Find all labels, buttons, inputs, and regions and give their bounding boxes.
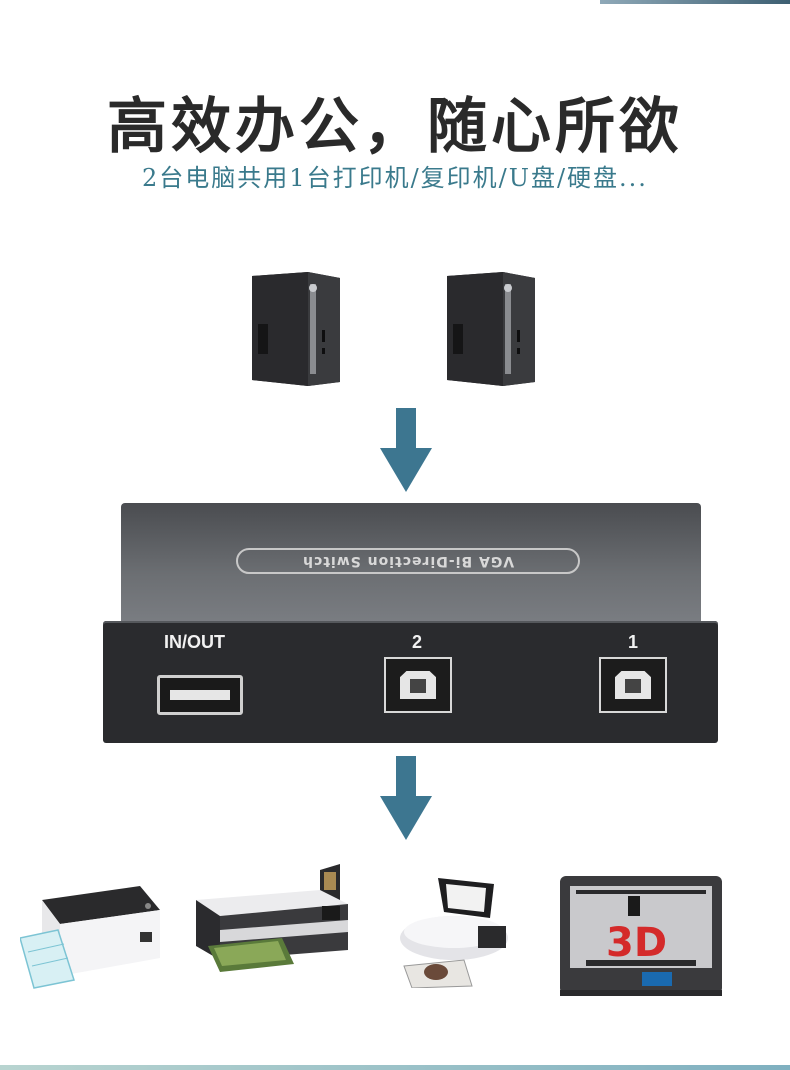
usb-b-port-1 [599, 657, 667, 713]
headline: 高效办公，随心所欲 [107, 92, 683, 162]
usb-a-port [157, 675, 243, 715]
top-accent-bar [600, 0, 790, 4]
3d-printer-icon: 3D [560, 876, 722, 996]
bottom-accent-bar [0, 1065, 790, 1070]
switch-top-panel [121, 503, 701, 623]
label-printer-icon [20, 886, 160, 989]
subline: 2台电脑共用1台打印机/复印机/U盘/硬盘... [142, 164, 648, 192]
photo-printer-icon [400, 878, 508, 988]
down-arrow-icon [380, 756, 432, 840]
port-2-label: 2 [412, 632, 423, 652]
desktop-tower-icon [447, 272, 535, 386]
usb-b-port-2 [384, 657, 452, 713]
port-1-label: 1 [628, 632, 639, 652]
desktop-tower-icon [252, 272, 340, 386]
3d-label: 3D [606, 920, 667, 966]
switch-label: VGA Bi-Direction Switch [236, 548, 580, 574]
multifunction-printer-icon [196, 864, 348, 972]
port-inout-label: IN/OUT [164, 632, 225, 652]
down-arrow-icon [380, 408, 432, 492]
